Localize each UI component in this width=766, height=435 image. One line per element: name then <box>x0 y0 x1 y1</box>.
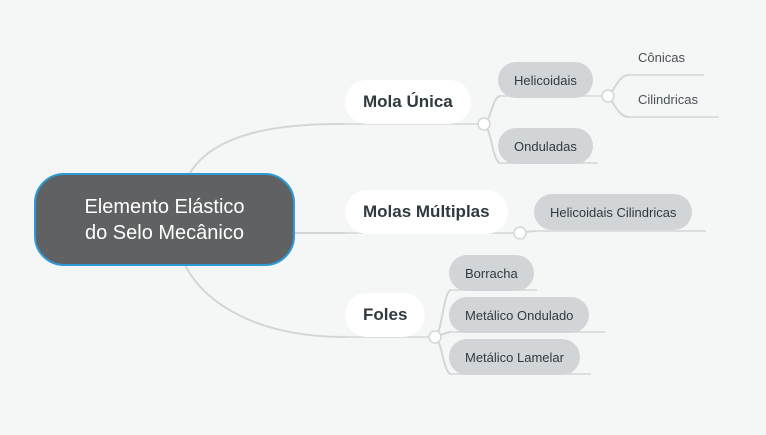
connector-root-foles <box>184 264 346 338</box>
leaf-cilindricas[interactable]: Cilindricas <box>638 91 698 107</box>
root-topic-line-2: do Selo Mecânico <box>85 221 244 244</box>
branch-molas-multiplas[interactable]: Molas Múltiplas <box>345 190 508 234</box>
leaf-helicoidais-cilindricas[interactable]: Helicoidais Cilindricas <box>534 194 693 230</box>
leaf-borracha[interactable]: Borracha <box>449 255 534 291</box>
connector-root-mola-unica <box>189 122 346 174</box>
leaf-metalico-ondulado[interactable]: Metálico Ondulado <box>449 297 590 333</box>
leaf-helicoidais[interactable]: Helicoidais <box>498 62 593 98</box>
joint-molas-multiplas <box>513 226 527 240</box>
joint-helicoidais <box>601 89 615 103</box>
leaf-conicas[interactable]: Cônicas <box>638 49 685 65</box>
branch-mola-unica[interactable]: Mola Única <box>345 80 471 124</box>
branch-foles[interactable]: Foles <box>345 293 426 337</box>
joint-foles <box>428 330 442 344</box>
leaf-metalico-lamelar[interactable]: Metálico Lamelar <box>449 339 580 375</box>
root-topic-line-1: Elemento Elástico <box>84 195 245 218</box>
root-topic[interactable]: Elemento Elástico do Selo Mecânico <box>34 173 295 266</box>
leaf-onduladas[interactable]: Onduladas <box>498 128 593 164</box>
joint-mola-unica <box>477 117 491 131</box>
